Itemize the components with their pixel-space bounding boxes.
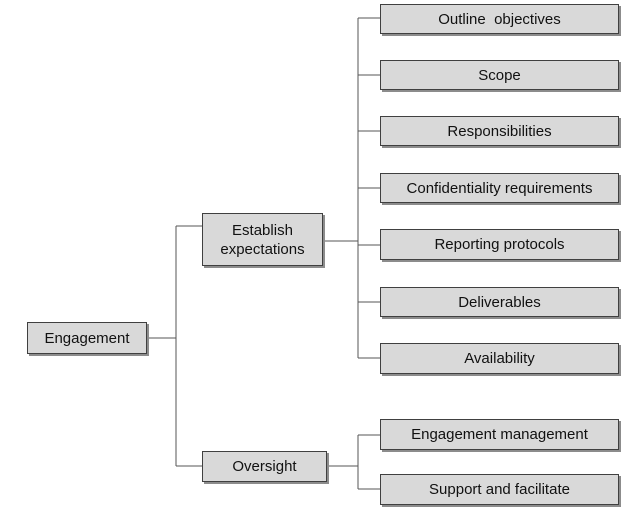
leaf-node-engagement-management: Engagement management bbox=[380, 419, 619, 450]
leaf-node-support-and-facilitate: Support and facilitate bbox=[380, 474, 619, 505]
branch-node-oversight: Oversight bbox=[202, 451, 327, 482]
leaf-node-outline-objectives: Outline objectives bbox=[380, 4, 619, 34]
leaf-node-reporting-protocols: Reporting protocols bbox=[380, 229, 619, 260]
leaf-node-responsibilities: Responsibilities bbox=[380, 116, 619, 146]
leaf-node-confidentiality-requirements: Confidentiality requirements bbox=[380, 173, 619, 203]
leaf-node-deliverables: Deliverables bbox=[380, 287, 619, 317]
leaf-node-scope: Scope bbox=[380, 60, 619, 90]
root-node-engagement: Engagement bbox=[27, 322, 147, 354]
leaf-node-availability: Availability bbox=[380, 343, 619, 374]
branch-node-establish-expectations: Establish expectations bbox=[202, 213, 323, 266]
